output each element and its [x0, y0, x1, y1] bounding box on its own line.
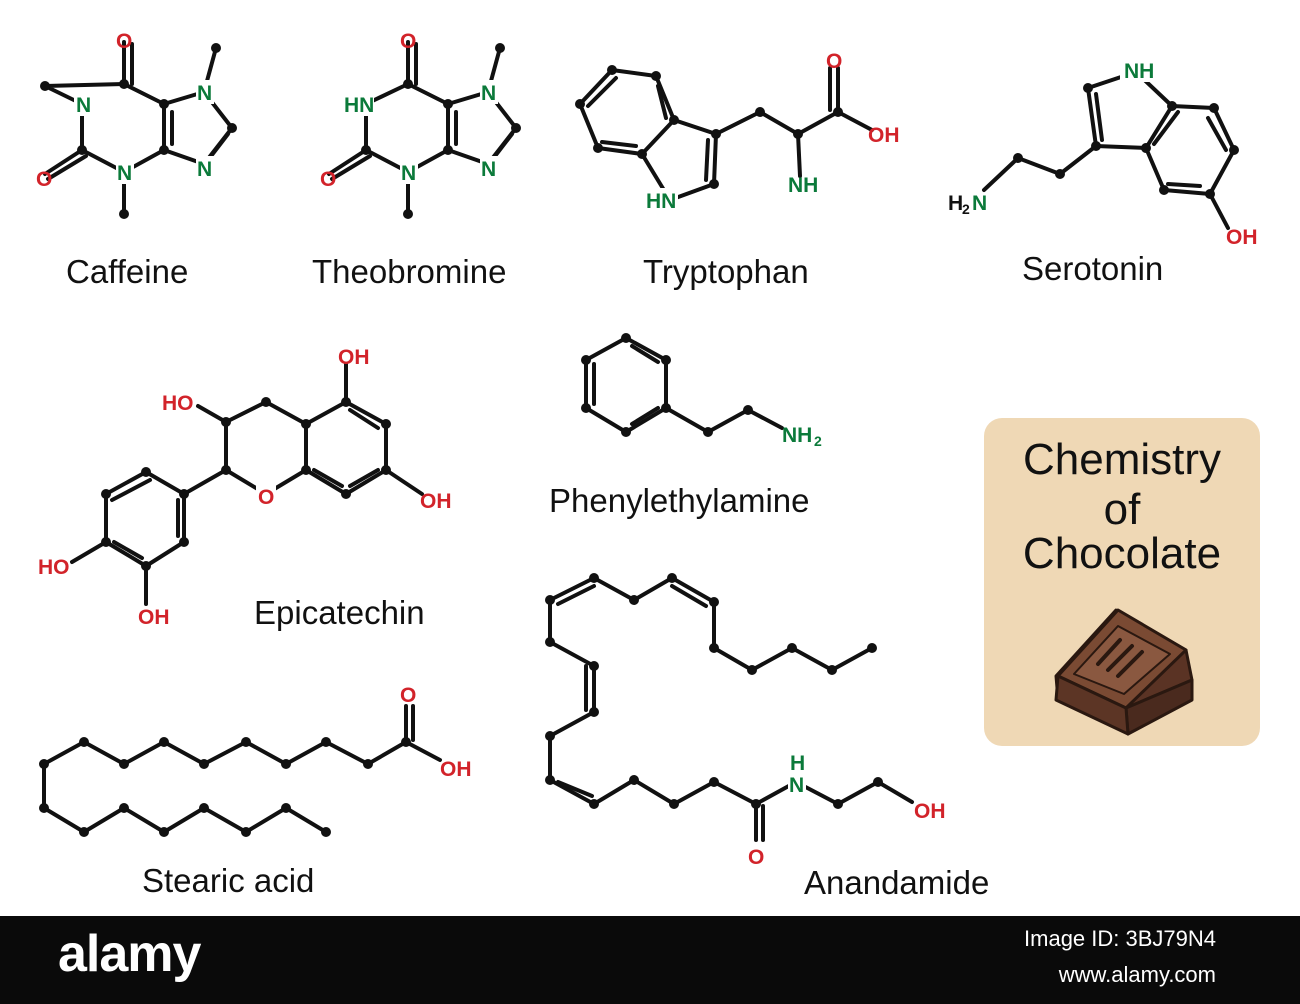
- theobromine-n9: N: [481, 158, 496, 181]
- epicatechin-structure: O OH OH HO HO OH: [38, 346, 452, 629]
- epicatechin-ho-top: HO: [162, 392, 194, 415]
- phenylethylamine-structure: NH 2: [581, 333, 822, 449]
- chocolate-piece-icon: [1054, 608, 1194, 736]
- tryptophan-o: O: [826, 50, 842, 73]
- site-url-text: www.alamy.com: [1058, 962, 1216, 987]
- theobromine-n3: N: [401, 162, 416, 185]
- title-line-3: Chocolate: [1023, 529, 1221, 578]
- serotonin-structure: NH H 2 N OH: [948, 58, 1258, 249]
- caffeine-structure: N N N N O O: [36, 30, 237, 219]
- anandamide-structure: N H O OH: [545, 573, 946, 869]
- serotonin-nh: NH: [1124, 60, 1154, 83]
- label-phenylethylamine: Phenylethylamine: [549, 482, 810, 519]
- caffeine-n7: N: [197, 82, 212, 105]
- label-stearic-acid: Stearic acid: [142, 862, 314, 899]
- molecules-canvas: .b { stroke: #111; stroke-width: 4; fill…: [36, 30, 1260, 901]
- label-serotonin: Serotonin: [1022, 250, 1163, 287]
- serotonin-oh: OH: [1226, 226, 1258, 249]
- caffeine-n9: N: [197, 158, 212, 181]
- theobromine-structure: HN N N N O O: [320, 30, 521, 219]
- anandamide-o: O: [748, 846, 764, 869]
- label-epicatechin: Epicatechin: [254, 594, 425, 631]
- stearic-acid-oh: OH: [440, 758, 472, 781]
- caffeine-n1: N: [76, 94, 91, 117]
- epicatechin-ring-o: O: [258, 486, 274, 509]
- caffeine-o-top: O: [116, 30, 132, 53]
- stearic-acid-o: O: [400, 684, 416, 707]
- epicatechin-ho-left: HO: [38, 556, 70, 579]
- image-id-text: Image ID: 3BJ79N4: [1024, 926, 1216, 951]
- title-line-2: of: [1104, 485, 1141, 534]
- caffeine-o-left: O: [36, 168, 52, 191]
- tryptophan-hn: HN: [646, 190, 676, 213]
- brand-logo: alamy: [58, 925, 201, 983]
- stearic-acid-structure: O OH: [39, 684, 472, 837]
- tryptophan-nh: NH: [788, 174, 818, 197]
- theobromine-n7: N: [481, 82, 496, 105]
- tryptophan-oh: OH: [868, 124, 900, 147]
- serotonin-h2n-h: H: [948, 192, 963, 215]
- theobromine-hn: HN: [344, 94, 374, 117]
- anandamide-n: N: [789, 774, 804, 797]
- footer-bar: [0, 916, 1300, 1004]
- label-anandamide: Anandamide: [804, 864, 989, 901]
- anandamide-h: H: [790, 752, 805, 775]
- epicatechin-oh-top: OH: [338, 346, 370, 369]
- epicatechin-oh-right: OH: [420, 490, 452, 513]
- serotonin-h2n-2: 2: [962, 201, 970, 217]
- title-box: Chemistry of Chocolate: [984, 418, 1260, 746]
- epicatechin-oh-bottom: OH: [138, 606, 170, 629]
- theobromine-o-top: O: [400, 30, 416, 53]
- title-line-1: Chemistry: [1023, 435, 1221, 484]
- phenylethylamine-nh: NH: [782, 424, 812, 447]
- caffeine-n3: N: [117, 162, 132, 185]
- serotonin-h2n-n: N: [972, 192, 987, 215]
- theobromine-o-left: O: [320, 168, 336, 191]
- label-tryptophan: Tryptophan: [643, 253, 809, 290]
- anandamide-oh: OH: [914, 800, 946, 823]
- tryptophan-structure: HN NH O OH: [575, 50, 900, 213]
- label-theobromine: Theobromine: [312, 253, 506, 290]
- phenylethylamine-nh-2: 2: [814, 433, 822, 449]
- label-caffeine: Caffeine: [66, 253, 188, 290]
